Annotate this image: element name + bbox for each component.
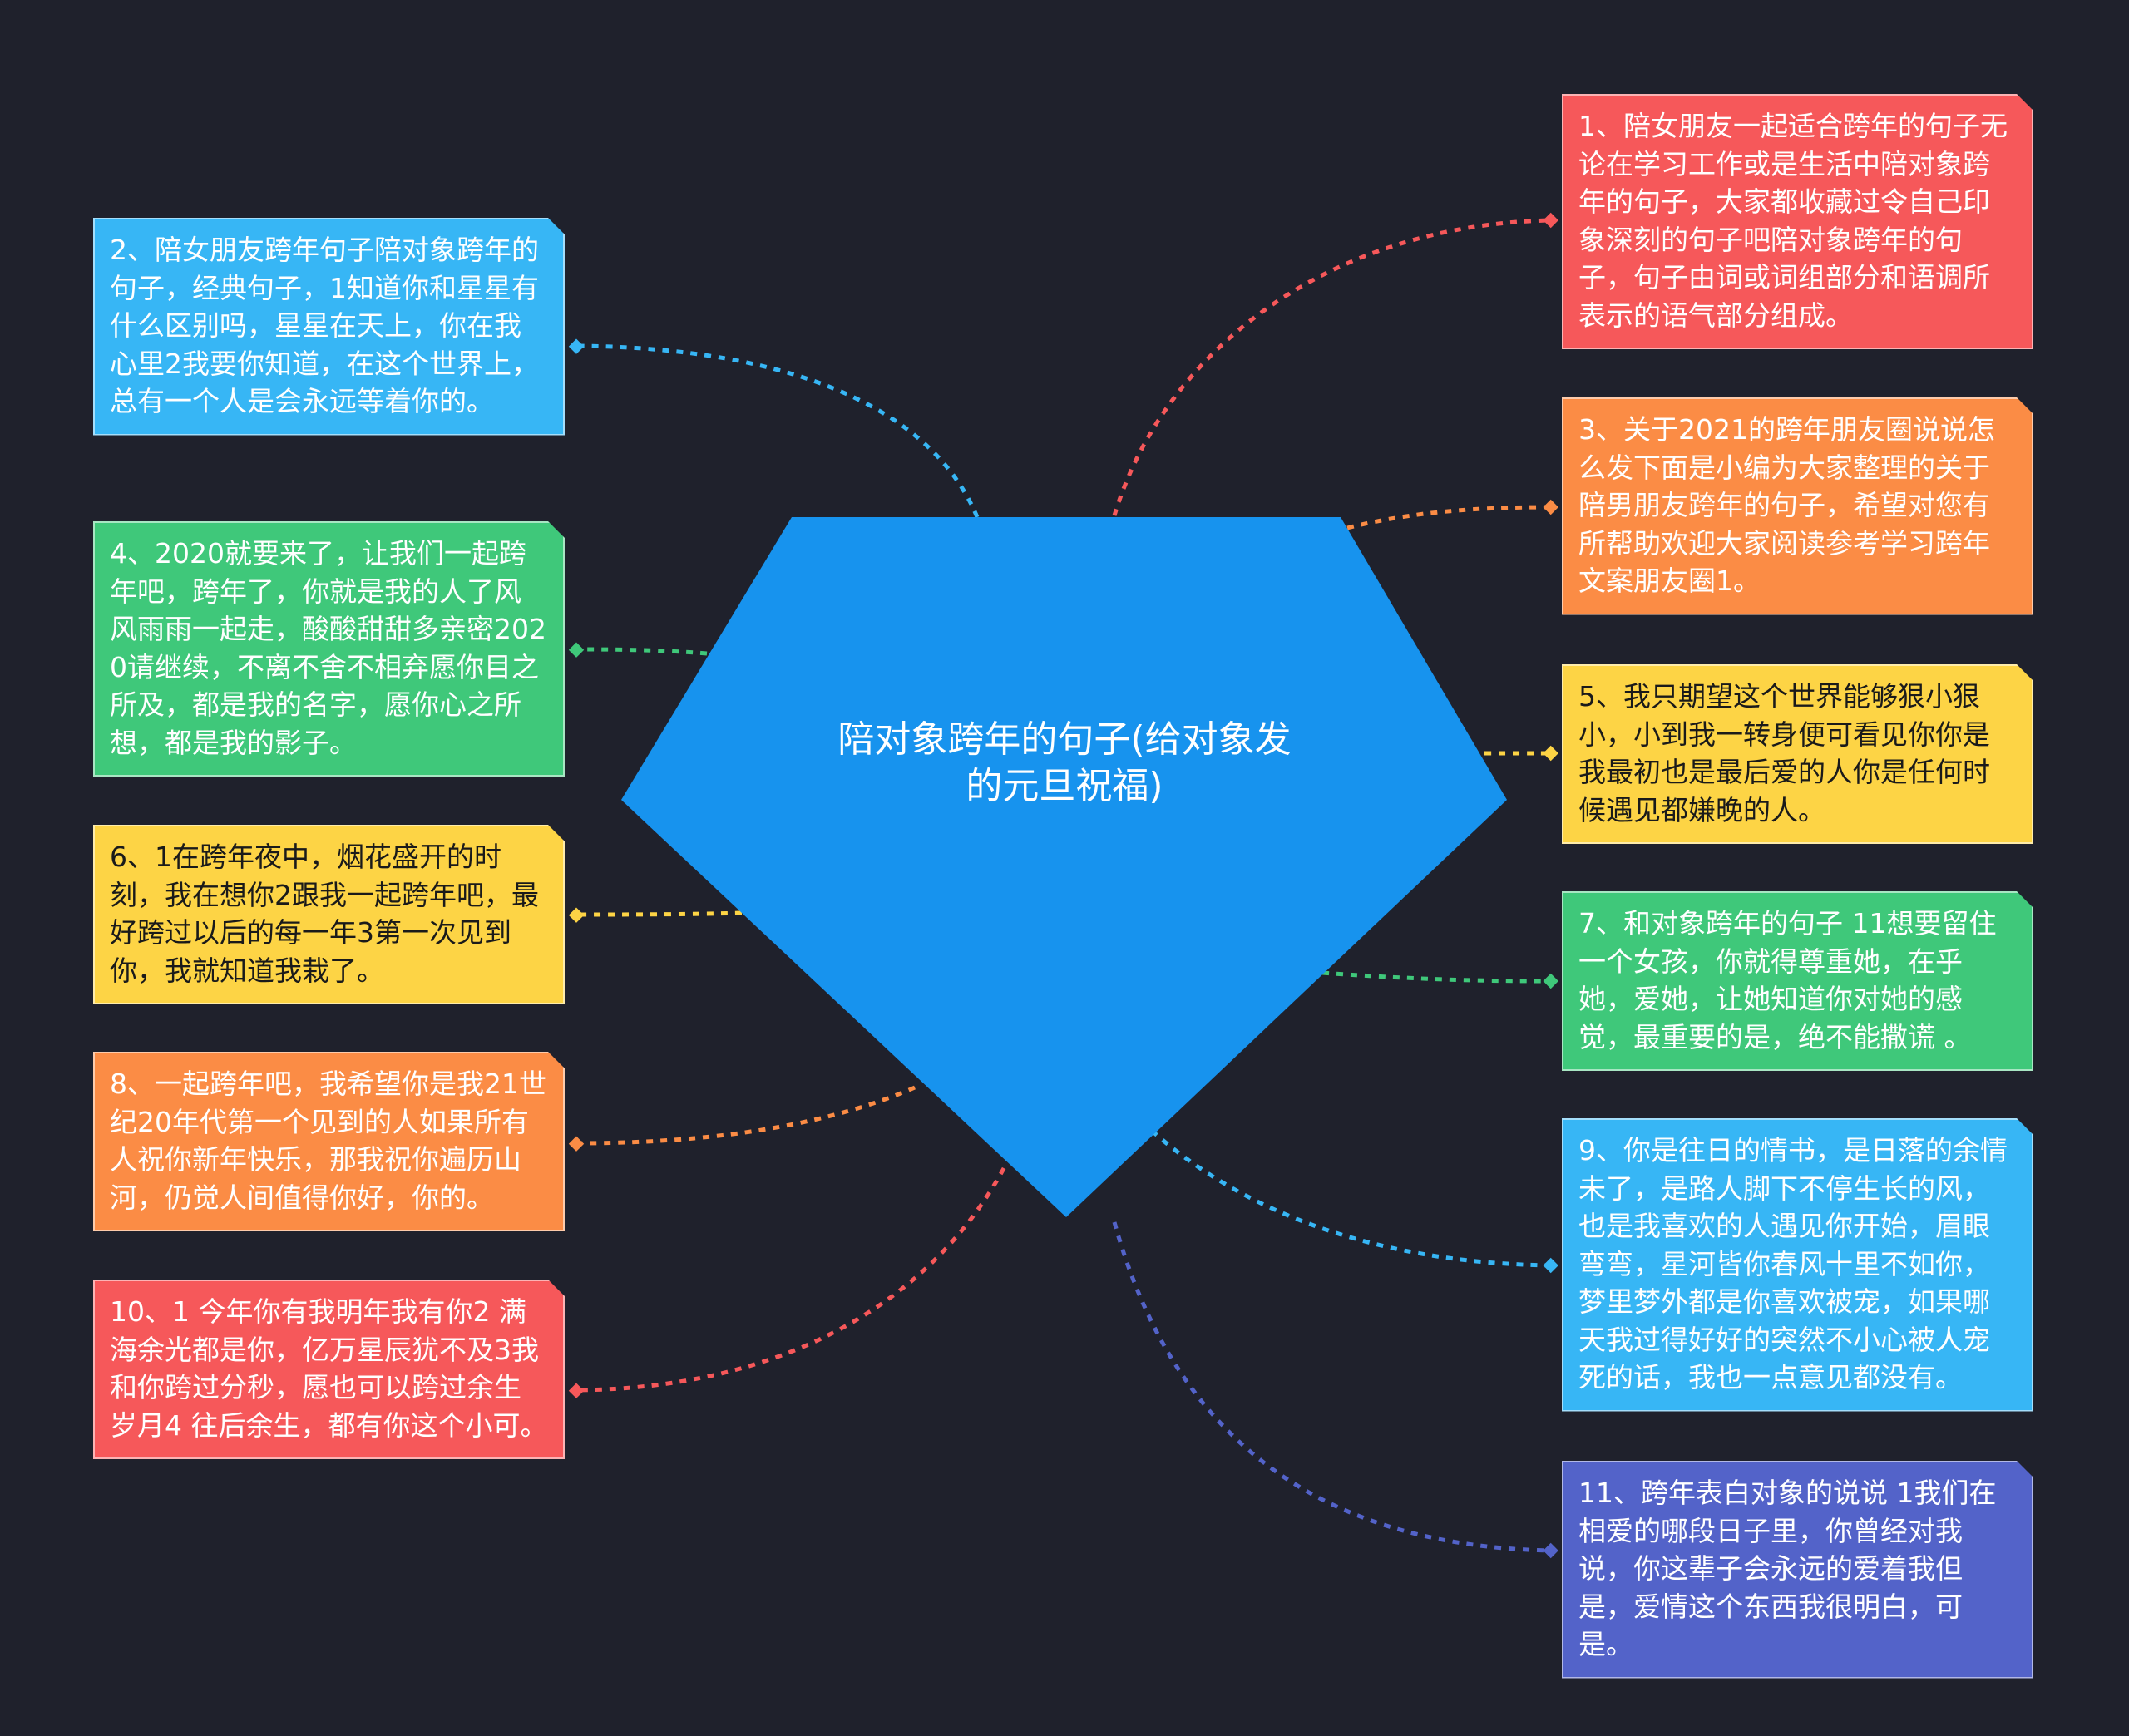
- connector-8: [575, 1085, 916, 1146]
- node-10[interactable]: 10、1 今年你有我明年我有你2 满海余光都是你，亿万星辰犹不及3我和你跨过分秒…: [93, 1280, 565, 1459]
- connector-9: [1150, 1129, 1552, 1268]
- connector-4: [575, 647, 708, 656]
- connector-6: [575, 910, 743, 917]
- node-6[interactable]: 6、1在跨年夜中，烟花盛开的时刻，我在想你2跟我一起跨年吧，最好跨过以后的每一年…: [93, 825, 565, 1004]
- connector-1-dot: [1543, 212, 1558, 229]
- node-4[interactable]: 4、2020就要来了，让我们一起跨年吧，跨年了，你就是我的人了风风雨雨一起走，酸…: [93, 521, 565, 777]
- node-5[interactable]: 5、我只期望这个世界能够狠小狠小，小到我一转身便可看见你你是我最初也是最后爱的人…: [1562, 664, 2033, 844]
- connector-5-dot: [1543, 745, 1558, 762]
- connector-10-dot: [568, 1383, 585, 1398]
- connector-2-dot: [568, 338, 585, 354]
- node-8[interactable]: 8、一起跨年吧，我希望你是我21世纪20年代第一个见到的人如果所有人祝你新年快乐…: [93, 1052, 565, 1231]
- connector-11: [1112, 1221, 1552, 1553]
- connector-10: [575, 1154, 1013, 1393]
- connector-7: [1321, 970, 1552, 984]
- center-topic[interactable]: 陪对象跨年的句子(给对象发的元旦祝福): [837, 718, 1292, 807]
- center-pentagon-shape: [621, 517, 1507, 1217]
- connector-1: [1112, 218, 1552, 516]
- connector-7-dot: [1543, 973, 1558, 989]
- connector-4-dot: [568, 642, 585, 658]
- connector-2: [575, 343, 980, 518]
- node-2[interactable]: 2、陪女朋友跨年句子陪对象跨年的句子，经典句子，1知道你和星星有什么区别吗，星星…: [93, 218, 565, 436]
- node-7[interactable]: 7、和对象跨年的句子 11想要留住一个女孩，你就得尊重她，在乎她，爱她，让她知道…: [1562, 891, 2033, 1071]
- connector-6-dot: [568, 907, 585, 923]
- node-3[interactable]: 3、关于2021的跨年朋友圈说说怎么发下面是小编为大家整理的关于陪男朋友跨年的句…: [1562, 397, 2033, 615]
- connector-9-dot: [1543, 1257, 1558, 1274]
- connector-3-dot: [1543, 499, 1558, 515]
- node-9[interactable]: 9、你是往日的情书，是日落的余情未了，是路人脚下不停生长的风，也是我喜欢的人遇见…: [1562, 1118, 2033, 1412]
- connector-11-dot: [1543, 1542, 1558, 1559]
- connector-3: [1346, 505, 1552, 530]
- node-11[interactable]: 11、跨年表白对象的说说 1我们在相爱的哪段日子里，你曾经对我说，你这辈子会永远…: [1562, 1461, 2033, 1679]
- connector-8-dot: [568, 1136, 585, 1152]
- node-1[interactable]: 1、陪女朋友一起适合跨年的句子无论在学习工作或是生活中陪对象跨年的句子，大家都收…: [1562, 94, 2033, 349]
